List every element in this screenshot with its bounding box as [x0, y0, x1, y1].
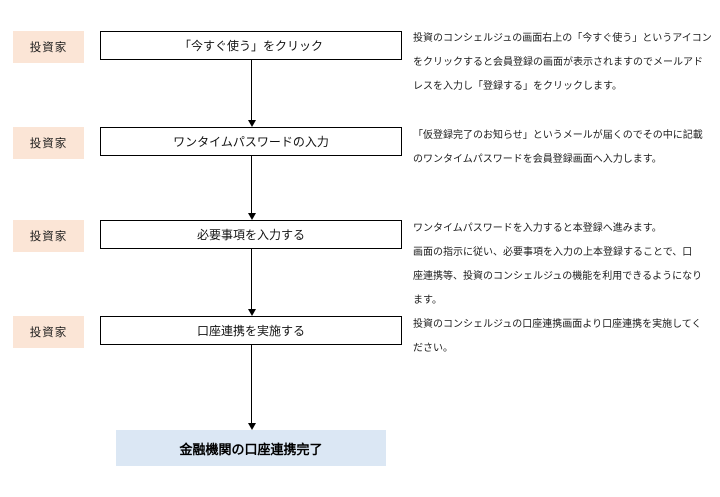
arrow-down-icon: [247, 423, 256, 430]
actor-label-step1: 投資家: [13, 31, 84, 63]
description-line: レスを入力し「登録する」をクリックします。: [413, 81, 622, 92]
completion-box: 金融機関の口座連携完了: [116, 430, 386, 466]
arrow-shaft: [251, 344, 252, 425]
arrow-down-icon: [247, 120, 256, 127]
actor-label-step4: 投資家: [13, 316, 84, 348]
step-description-3: ワンタイムパスワードを入力すると本登録へ進みます。 画面の指示に従い、必要事項を…: [413, 217, 715, 313]
flow-arrow-3: [247, 248, 256, 316]
step-description-1: 投資のコンシェルジュの画面右上の「今すぐ使う」というアイコン をクリックすると会…: [413, 27, 715, 99]
step-box-2: ワンタイムパスワードの入力: [100, 127, 402, 156]
step-box-3: 必要事項を入力する: [100, 220, 402, 249]
description-line: 投資のコンシェルジュの画面右上の「今すぐ使う」というアイコン: [413, 33, 712, 44]
step-description-2: 「仮登録完了のお知らせ」というメールが届くのでその中に記載 のワンタイムパスワー…: [413, 124, 715, 172]
description-line: のワンタイムパスワードを会員登録画面へ入力します。: [413, 154, 662, 165]
description-line: 「仮登録完了のお知らせ」というメールが届くのでその中に記載: [413, 130, 703, 141]
actor-label-step3: 投資家: [13, 220, 84, 252]
arrow-shaft: [251, 59, 252, 122]
description-line: ます。: [413, 295, 442, 306]
description-line: 画面の指示に従い、必要事項を入力の上本登録することで、口: [413, 247, 693, 258]
step-description-4: 投資のコンシェルジュの口座連携画面より口座連携を実施してく ださい。: [413, 313, 715, 361]
description-line: ワンタイムパスワードを入力すると本登録へ進みます。: [413, 223, 662, 234]
description-line: 投資のコンシェルジュの口座連携画面より口座連携を実施してく: [413, 319, 702, 330]
flow-arrow-2: [247, 155, 256, 220]
description-line: 座連携等、投資のコンシェルジュの機能を利用できるようになり: [413, 271, 703, 282]
step-box-4: 口座連携を実施する: [100, 316, 402, 345]
arrow-shaft: [251, 155, 252, 215]
actor-label-step2: 投資家: [13, 127, 84, 159]
description-line: をクリックすると会員登録の画面が表示されますのでメールアド: [413, 57, 703, 68]
step-box-1: 「今すぐ使う」をクリック: [100, 31, 402, 60]
description-line: ださい。: [413, 343, 453, 354]
arrow-down-icon: [247, 213, 256, 220]
arrow-shaft: [251, 248, 252, 311]
flow-arrow-1: [247, 59, 256, 127]
arrow-down-icon: [247, 309, 256, 316]
flow-arrow-4: [247, 344, 256, 430]
